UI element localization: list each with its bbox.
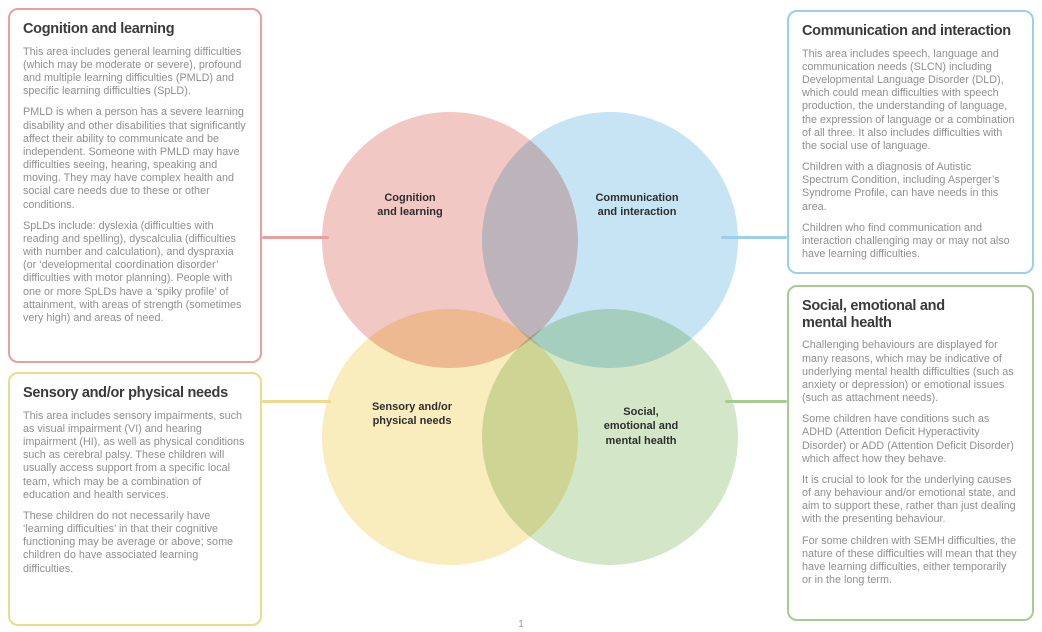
communication-paragraph-3: Children who find communication and inte… bbox=[802, 221, 1010, 261]
semh-connector-line bbox=[725, 400, 787, 403]
communication-paragraph-2: Children with a diagnosis of Autistic Sp… bbox=[802, 161, 1000, 213]
semh-circle-label: Social, emotional and mental health bbox=[603, 406, 679, 447]
cognition-title: Cognition and learning bbox=[23, 21, 175, 37]
semh-paragraph-1: Challenging behaviours are displayed for… bbox=[802, 339, 1014, 405]
sensory-paragraph-1: This area includes sensory impairments, … bbox=[23, 409, 245, 501]
sensory-connector-line bbox=[262, 400, 331, 403]
sensory-paragraph-2: These children do not necessarily have ‘… bbox=[23, 509, 234, 575]
communication-title: Communication and interaction bbox=[802, 23, 1011, 39]
communication-info-box: Communication and interaction This area … bbox=[787, 10, 1034, 274]
communication-paragraph-1: This area includes speech, language and … bbox=[802, 47, 1015, 152]
cognition-circle-label: Cognition and learning bbox=[377, 192, 443, 219]
sensory-title: Sensory and/or physical needs bbox=[23, 385, 228, 401]
semh-paragraph-2: Some children have conditions such as AD… bbox=[802, 413, 1014, 465]
semh-title: Social, emotional and mental health bbox=[802, 298, 945, 331]
communication-connector-line bbox=[721, 236, 787, 239]
sensory-circle-label: Sensory and/or physical needs bbox=[371, 401, 453, 428]
semh-circle bbox=[482, 309, 738, 565]
semh-paragraph-4: For some children with SEMH difficulties… bbox=[802, 534, 1017, 587]
sensory-info-box: Sensory and/or physical needs This area … bbox=[8, 372, 262, 626]
cognition-connector-line bbox=[262, 236, 329, 239]
cognition-paragraph-3: SpLDs include: dyslexia (difficulties wi… bbox=[23, 219, 242, 324]
cognition-paragraph-1: This area includes general learning diff… bbox=[23, 45, 242, 98]
cognition-paragraph-2: PMLD is when a person has a severe learn… bbox=[23, 106, 246, 211]
semh-paragraph-3: It is crucial to look for the underlying… bbox=[802, 473, 1016, 526]
cognition-info-box: Cognition and learning This area include… bbox=[8, 8, 262, 363]
semh-info-box: Social, emotional and mental health Chal… bbox=[787, 285, 1034, 621]
communication-circle-label: Communication and interaction bbox=[595, 192, 679, 219]
page-number: 1 bbox=[518, 619, 524, 630]
